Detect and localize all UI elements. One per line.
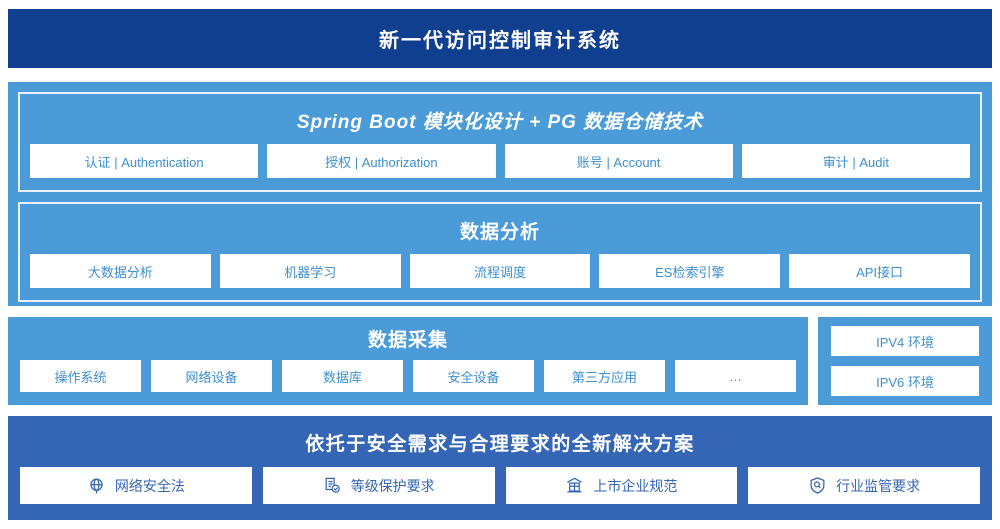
analysis-card-row: 大数据分析 机器学习 流程调度 ES检索引擎 API接口 xyxy=(30,254,970,288)
page-title: 新一代访问控制审计系统 xyxy=(379,30,621,52)
framework-section-title: Spring Boot 模块化设计 + PG 数据仓储技术 xyxy=(296,112,704,133)
solution-title: 依托于安全需求与合理要求的全新解决方案 xyxy=(305,434,695,455)
card-cybersecurity-law[interactable]: 网络安全法 xyxy=(20,467,252,504)
card-big-data-analysis[interactable]: 大数据分析 xyxy=(30,254,211,288)
platform-panel: Spring Boot 模块化设计 + PG 数据仓储技术 认证 | Authe… xyxy=(8,82,992,306)
card-network-device[interactable]: 网络设备 xyxy=(151,360,272,392)
card-ipv6-environment[interactable]: IPV6 环境 xyxy=(831,366,979,396)
card-authorization[interactable]: 授权 | Authorization xyxy=(267,144,496,178)
framework-card-row: 认证 | Authentication 授权 | Authorization 账… xyxy=(30,144,970,178)
solution-card-row: 网络安全法 等级保护要求 xyxy=(20,467,980,504)
card-ipv4-environment[interactable]: IPV4 环境 xyxy=(831,326,979,356)
page-header: 新一代访问控制审计系统 xyxy=(8,9,992,68)
card-security-device[interactable]: 安全设备 xyxy=(413,360,534,392)
card-es-search-engine[interactable]: ES检索引擎 xyxy=(599,254,781,288)
solution-panel: 依托于安全需求与合理要求的全新解决方案 网络安全法 xyxy=(8,416,992,520)
card-label: 行业监管要求 xyxy=(836,477,921,494)
data-collection-card-row: 操作系统 网络设备 数据库 安全设备 第三方应用 … xyxy=(20,360,796,392)
card-api-interface[interactable]: API接口 xyxy=(789,254,970,288)
card-listed-enterprise-standard[interactable]: 上市企业规范 xyxy=(505,467,738,504)
data-collection-panel: 数据采集 操作系统 网络设备 数据库 安全设备 第三方应用 … xyxy=(8,317,808,405)
shield-search-icon xyxy=(808,476,827,495)
card-classified-protection[interactable]: 等级保护要求 xyxy=(262,467,495,504)
card-process-scheduling[interactable]: 流程调度 xyxy=(409,254,591,288)
platform-section-framework: Spring Boot 模块化设计 + PG 数据仓储技术 认证 | Authe… xyxy=(18,92,982,192)
card-database[interactable]: 数据库 xyxy=(282,360,403,392)
card-machine-learning[interactable]: 机器学习 xyxy=(219,254,401,288)
card-label: 上市企业规范 xyxy=(593,477,678,494)
card-audit[interactable]: 审计 | Audit xyxy=(741,144,970,178)
bank-building-icon xyxy=(565,476,584,495)
card-industry-regulation[interactable]: 行业监管要求 xyxy=(748,467,980,504)
document-check-icon xyxy=(323,476,342,495)
network-environment-panel: IPV4 环境 IPV6 环境 xyxy=(818,317,992,405)
analysis-section-title: 数据分析 xyxy=(459,222,540,243)
card-more-ellipsis[interactable]: … xyxy=(675,360,796,392)
card-operating-system[interactable]: 操作系统 xyxy=(20,360,141,392)
card-label: 等级保护要求 xyxy=(350,477,435,494)
platform-section-analysis: 数据分析 大数据分析 机器学习 流程调度 ES检索引擎 API接口 xyxy=(18,202,982,302)
card-authentication[interactable]: 认证 | Authentication xyxy=(30,144,259,178)
card-account[interactable]: 账号 | Account xyxy=(504,144,733,178)
data-collection-title: 数据采集 xyxy=(367,330,448,351)
card-third-party-app[interactable]: 第三方应用 xyxy=(544,360,665,392)
globe-icon xyxy=(87,476,106,495)
card-label: 网络安全法 xyxy=(114,477,185,494)
